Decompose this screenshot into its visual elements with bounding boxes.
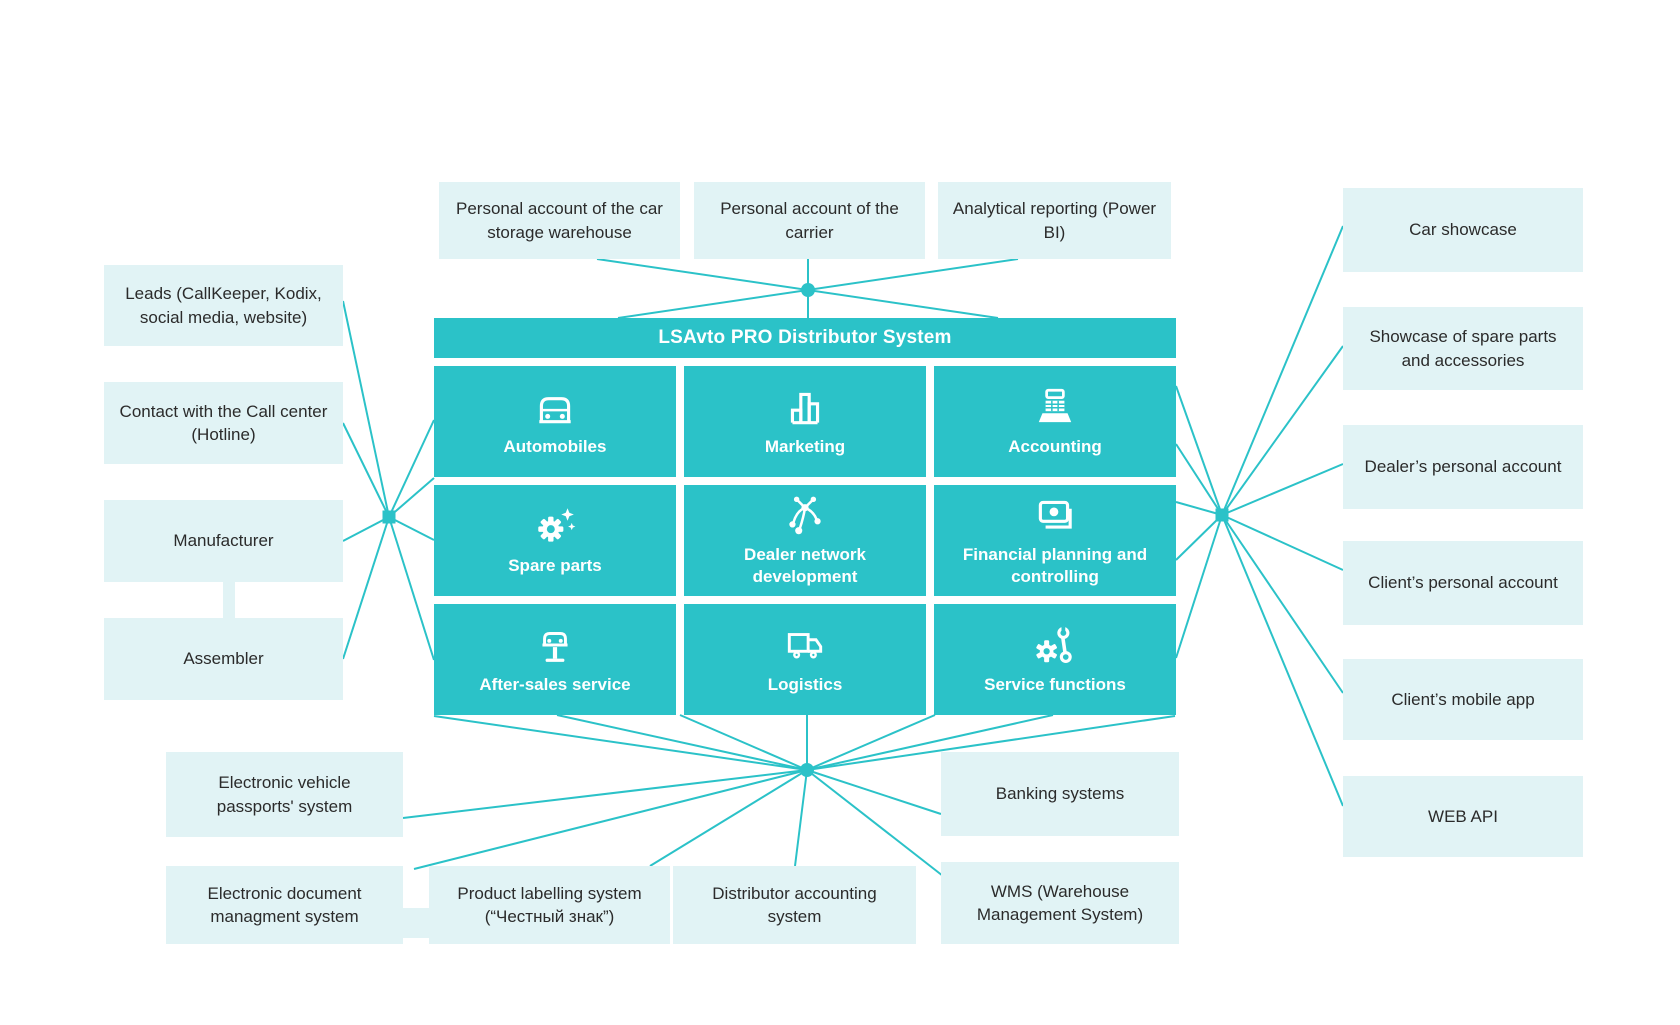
node-carrier-account: Personal account of the carrier	[694, 182, 925, 259]
node-label: Client’s personal account	[1368, 573, 1558, 593]
gear-sparkle-icon	[538, 508, 576, 542]
node-car-showcase: Car showcase	[1343, 188, 1583, 272]
system-title: LSAvto PRO Distributor System	[434, 318, 1176, 358]
module-label: Spare parts	[508, 555, 602, 575]
node-product-labelling: Product labelling system (“Честный знак”…	[429, 866, 670, 944]
node-distributor-accounting: Distributor accounting system	[673, 866, 916, 944]
cash-register-icon	[1038, 388, 1072, 423]
node-label: Electronic document managment system	[207, 883, 362, 926]
module-service-functions: Service functions	[934, 604, 1176, 715]
module-label: Automobiles	[503, 436, 607, 456]
node-call-center: Contact with the Call center (Hotline)	[104, 382, 343, 464]
banknote-icon	[1038, 501, 1072, 529]
node-analytical-reporting: Analytical reporting (Power BI)	[938, 182, 1171, 259]
node-label: WMS (Warehouse Management System)	[976, 881, 1144, 924]
node-label: Analytical reporting (Power BI)	[952, 199, 1157, 242]
node-label: Car showcase	[1409, 220, 1517, 240]
node-assembler: Assembler	[104, 618, 343, 700]
node-label: Leads (CallKeeper, Kodix, social media, …	[125, 284, 322, 327]
node-leads: Leads (CallKeeper, Kodix, social media, …	[104, 265, 343, 346]
car-icon	[539, 396, 571, 424]
node-spare-parts-showcase: Showcase of spare parts and accessories	[1343, 307, 1583, 390]
node-client-personal-account: Client’s personal account	[1343, 541, 1583, 625]
right-hub-node	[1215, 508, 1229, 522]
node-car-storage-warehouse: Personal account of the car storage ware…	[439, 182, 680, 259]
node-manufacturer: Manufacturer	[104, 500, 343, 582]
bar-chart-icon	[790, 392, 820, 425]
node-electronic-document-management: Electronic document managment system	[166, 866, 403, 944]
top-hub-node	[801, 283, 815, 297]
module-accounting: Accounting	[934, 366, 1176, 477]
module-marketing: Marketing	[684, 366, 926, 477]
node-label: WEB API	[1428, 806, 1498, 826]
module-logistics: Logistics	[684, 604, 926, 715]
node-banking-systems: Banking systems	[941, 752, 1179, 836]
module-label: Service functions	[984, 674, 1126, 694]
network-nodes-icon	[789, 496, 821, 535]
node-label: Electronic vehicle passports' system	[216, 773, 353, 816]
node-label: Distributor accounting system	[712, 883, 877, 926]
node-label: Personal account of the carrier	[720, 199, 899, 242]
bottom-hub-node	[800, 763, 814, 777]
module-label: Marketing	[764, 436, 846, 456]
gear-wrench-icon	[1036, 626, 1072, 663]
module-automobiles: Automobiles	[434, 366, 676, 477]
node-label: Product labelling system (“Честный знак”…	[457, 883, 642, 926]
node-label: Dealer’s personal account	[1364, 457, 1562, 477]
lsavto-pro-system: LSAvto PRO Distributor System Automobile…	[434, 318, 1176, 715]
car-lift-icon	[542, 631, 568, 662]
node-label: Showcase of spare parts and accessories	[1369, 327, 1557, 370]
node-label: Client’s mobile app	[1391, 689, 1535, 709]
node-electronic-vehicle-passports: Electronic vehicle passports' system	[166, 752, 403, 837]
node-label: Personal account of the car storage ware…	[456, 199, 663, 242]
module-label: Logistics	[767, 674, 843, 694]
module-financial-planning: Financial planning and controlling	[934, 485, 1176, 596]
left-hub-node	[382, 510, 396, 524]
node-dealer-personal-account: Dealer’s personal account	[1343, 425, 1583, 509]
truck-icon	[787, 632, 823, 659]
module-label: Accounting	[1008, 436, 1102, 456]
node-wms: WMS (Warehouse Management System)	[941, 862, 1179, 944]
node-label: Contact with the Call center (Hotline)	[119, 401, 328, 444]
manufacturer-assembler-bridge	[223, 582, 235, 618]
node-label: Manufacturer	[173, 531, 274, 551]
module-label: Dealer network development	[744, 545, 866, 586]
node-client-mobile-app: Client’s mobile app	[1343, 659, 1583, 740]
module-spare-parts: Spare parts	[434, 485, 676, 596]
node-web-api: WEB API	[1343, 776, 1583, 857]
module-label: Financial planning and controlling	[962, 545, 1148, 586]
node-label: Assembler	[183, 649, 264, 669]
module-dealer-network: Dealer network development	[684, 485, 926, 596]
edm-labelling-bridge	[402, 908, 430, 938]
module-after-sales: After-sales service	[434, 604, 676, 715]
node-label: Banking systems	[995, 784, 1125, 804]
module-label: After-sales service	[479, 674, 631, 694]
